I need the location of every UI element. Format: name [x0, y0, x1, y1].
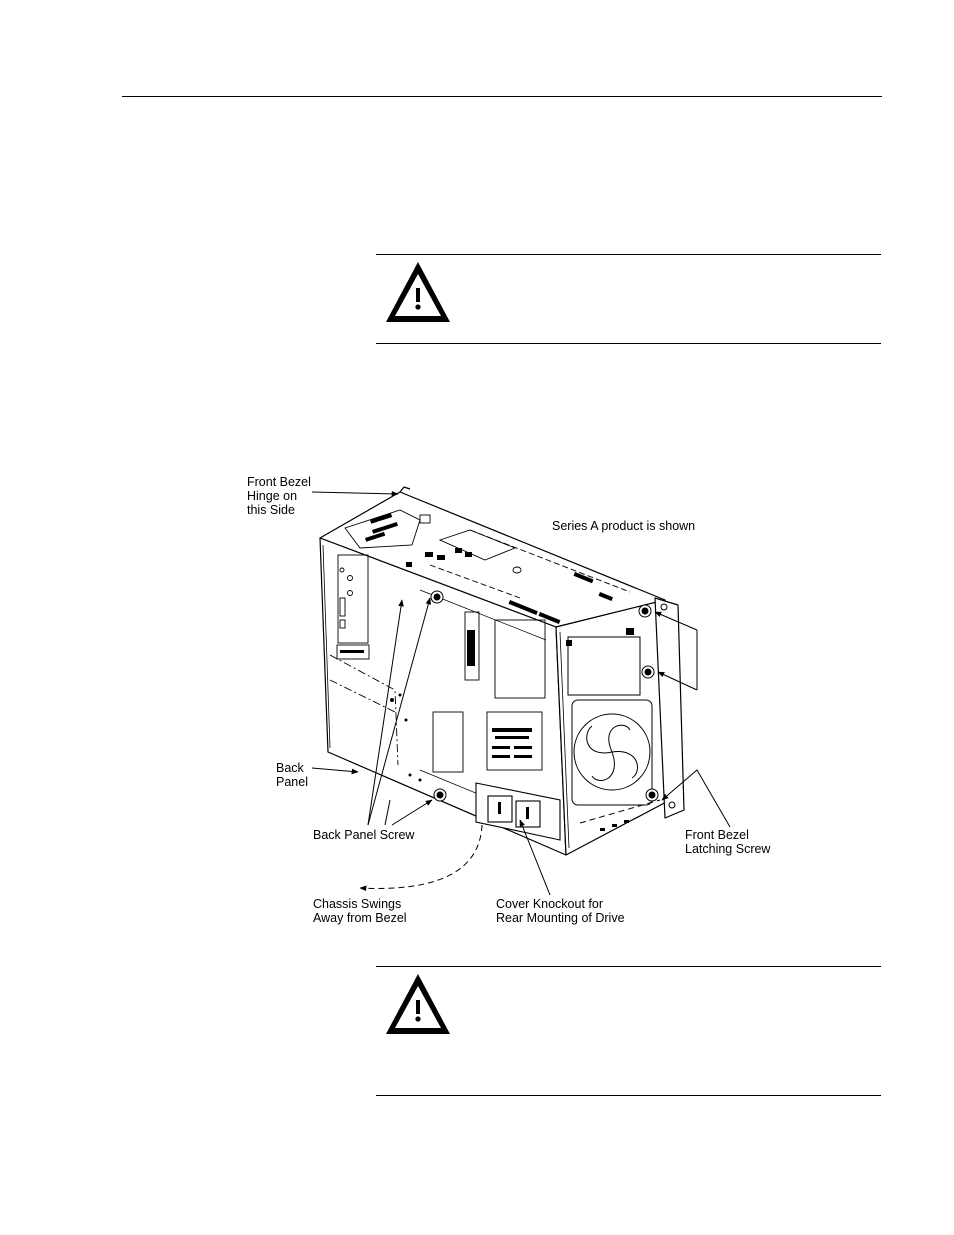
warning-bottom-rule-lower [376, 1095, 881, 1096]
callout-front-bezel-hinge: Front Bezel Hinge on this Side [247, 475, 311, 517]
header-rule [122, 96, 882, 97]
callout-front-bezel-latching-screw: Front Bezel Latching Screw [685, 828, 771, 856]
callout-chassis-swings: Chassis Swings Away from Bezel [313, 897, 407, 925]
warning-top-rule-lower [376, 343, 881, 344]
warning-bottom-rule-upper [376, 966, 881, 967]
callout-cover-knockout: Cover Knockout for Rear Mounting of Driv… [496, 897, 625, 925]
callout-series-note: Series A product is shown [552, 519, 696, 533]
warning-triangle-icon [384, 260, 452, 329]
warning-top-rule-upper [376, 254, 881, 255]
callout-back-panel-screw: Back Panel Screw [313, 828, 415, 842]
callout-back-panel: Back Panel [276, 761, 308, 789]
warning-triangle-icon [384, 972, 452, 1041]
